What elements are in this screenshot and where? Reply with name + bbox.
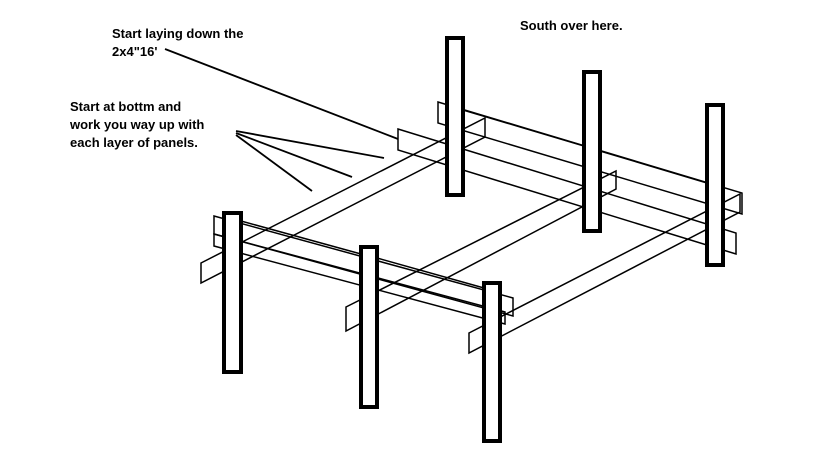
pointer-line-boards: [164, 48, 399, 140]
annotation-line: 2x4"16': [112, 44, 158, 59]
post-back-middle: [582, 70, 602, 233]
board-left-2x4: [200, 116, 486, 285]
post-front-middle: [359, 245, 379, 409]
post-front-left: [222, 211, 243, 374]
annotation-line: Start at bottm and: [70, 99, 182, 114]
annotation-line: each layer of panels.: [70, 135, 198, 150]
annotation-line: Start laying down the: [112, 26, 244, 41]
pointer-line-layer-1: [235, 130, 385, 159]
post-front-right: [482, 281, 502, 443]
annotation-lay-boards: Start laying down the 2x4"16': [112, 25, 243, 61]
pointer-line-layer-3: [235, 134, 313, 192]
annotation-bottom-up: Start at bottm and work you way up with …: [70, 98, 204, 152]
board-right-2x4: [468, 192, 741, 355]
board-front-lower: [213, 233, 506, 325]
board-front-upper: [213, 215, 514, 317]
post-back-right: [705, 103, 725, 267]
board-middle-2x4: [345, 169, 617, 333]
board-back-lower: [397, 127, 737, 256]
annotation-line: work you way up with: [70, 117, 205, 132]
annotation-line: South over here.: [520, 18, 623, 33]
annotation-south: South over here.: [520, 17, 623, 35]
post-back-left: [445, 36, 465, 197]
pointer-line-layer-2: [235, 132, 353, 178]
